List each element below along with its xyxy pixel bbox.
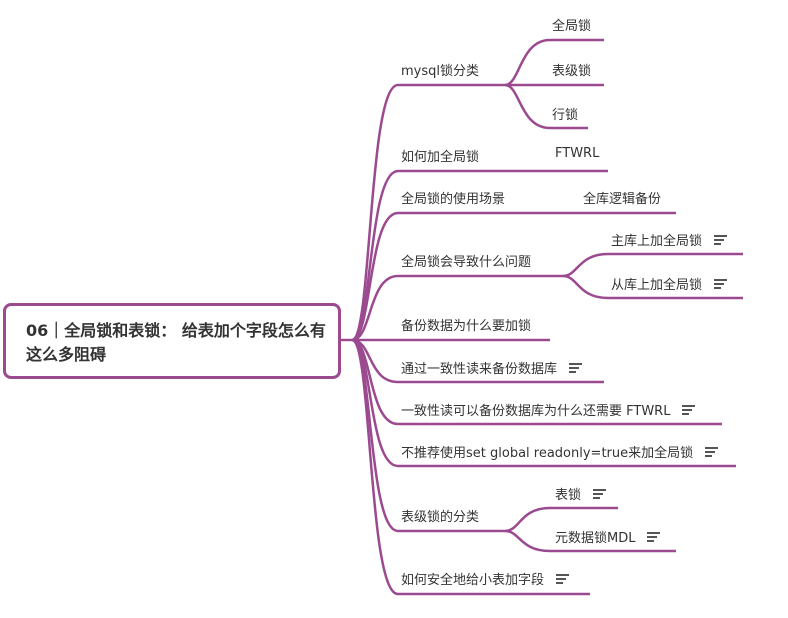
notes-icon[interactable] xyxy=(714,235,728,245)
branch-topic[interactable]: 不推荐使用set global readonly=true来加全局锁 xyxy=(401,442,719,461)
subtopic-label: 表级锁 xyxy=(552,64,592,79)
subtopic[interactable]: 全库逻辑备份 xyxy=(583,188,661,207)
subtopic[interactable]: 元数据锁MDL xyxy=(555,527,661,546)
branch-topic-label: 全局锁的使用场景 xyxy=(401,192,506,207)
notes-icon[interactable] xyxy=(569,363,583,373)
subtopic-label: 全局锁 xyxy=(552,19,592,34)
subtopic[interactable]: 从库上加全局锁 xyxy=(611,274,728,293)
subtopic-label: 全库逻辑备份 xyxy=(583,192,662,207)
subtopic[interactable]: FTWRL xyxy=(555,146,599,161)
subtopic[interactable]: 表锁 xyxy=(555,484,607,503)
branch-topic-label: 表级锁的分类 xyxy=(401,510,480,525)
notes-icon[interactable] xyxy=(593,489,607,499)
branch-topic-label: 全局锁会导致什么问题 xyxy=(401,255,532,270)
branch-line xyxy=(351,338,590,596)
child-branch-line xyxy=(562,274,743,300)
branch-topic[interactable]: 全局锁的使用场景 xyxy=(401,188,505,207)
branch-topic-label: 一致性读可以备份数据库为什么还需要 FTWRL xyxy=(401,404,671,419)
branch-topic[interactable]: 一致性读可以备份数据库为什么还需要 FTWRL xyxy=(401,400,696,419)
notes-icon[interactable] xyxy=(647,532,661,542)
branch-topic[interactable]: 如何加全局锁 xyxy=(401,146,479,165)
child-branch-line xyxy=(504,529,676,553)
branch-topic-label: mysql锁分类 xyxy=(401,64,479,79)
notes-icon[interactable] xyxy=(714,279,728,289)
subtopic-label: 主库上加全局锁 xyxy=(611,234,703,249)
branch-topic[interactable]: 通过一致性读来备份数据库 xyxy=(401,358,583,377)
child-branch-line xyxy=(562,252,743,278)
branch-line xyxy=(351,83,505,342)
subtopic[interactable]: 主库上加全局锁 xyxy=(611,230,728,249)
branch-topic[interactable]: 表级锁的分类 xyxy=(401,506,479,525)
child-branch-line xyxy=(504,83,588,130)
subtopic-label: 从库上加全局锁 xyxy=(611,278,703,293)
branch-topic[interactable]: 如何安全地给小表加字段 xyxy=(401,569,570,588)
child-branch-line xyxy=(504,506,618,533)
root-topic[interactable]: 06｜全局锁和表锁： 给表加个字段怎么有这么多阻碍 xyxy=(3,303,341,379)
branch-topic-label: 备份数据为什么要加锁 xyxy=(401,319,532,334)
root-topic-title: 06｜全局锁和表锁： 给表加个字段怎么有这么多阻碍 xyxy=(26,321,326,364)
branch-topic-label: 如何安全地给小表加字段 xyxy=(401,573,545,588)
notes-icon[interactable] xyxy=(705,447,719,457)
subtopic[interactable]: 行锁 xyxy=(552,104,578,123)
notes-icon[interactable] xyxy=(556,574,570,584)
subtopic[interactable]: 全局锁 xyxy=(552,15,591,34)
subtopic-label: 元数据锁MDL xyxy=(555,531,636,546)
notes-icon[interactable] xyxy=(682,405,696,415)
branch-topic[interactable]: 全局锁会导致什么问题 xyxy=(401,251,531,270)
branch-topic-label: 通过一致性读来备份数据库 xyxy=(401,362,558,377)
child-branch-line xyxy=(504,38,604,87)
subtopic-label: FTWRL xyxy=(555,146,600,161)
branch-line xyxy=(351,274,563,342)
subtopic-label: 表锁 xyxy=(555,488,582,503)
branch-line xyxy=(351,211,676,342)
subtopic-label: 行锁 xyxy=(552,108,579,123)
branch-topic[interactable]: mysql锁分类 xyxy=(401,60,479,79)
branch-topic-label: 如何加全局锁 xyxy=(401,150,480,165)
branch-topic[interactable]: 备份数据为什么要加锁 xyxy=(401,315,531,334)
branch-topic-label: 不推荐使用set global readonly=true来加全局锁 xyxy=(401,446,694,461)
subtopic[interactable]: 表级锁 xyxy=(552,60,591,79)
